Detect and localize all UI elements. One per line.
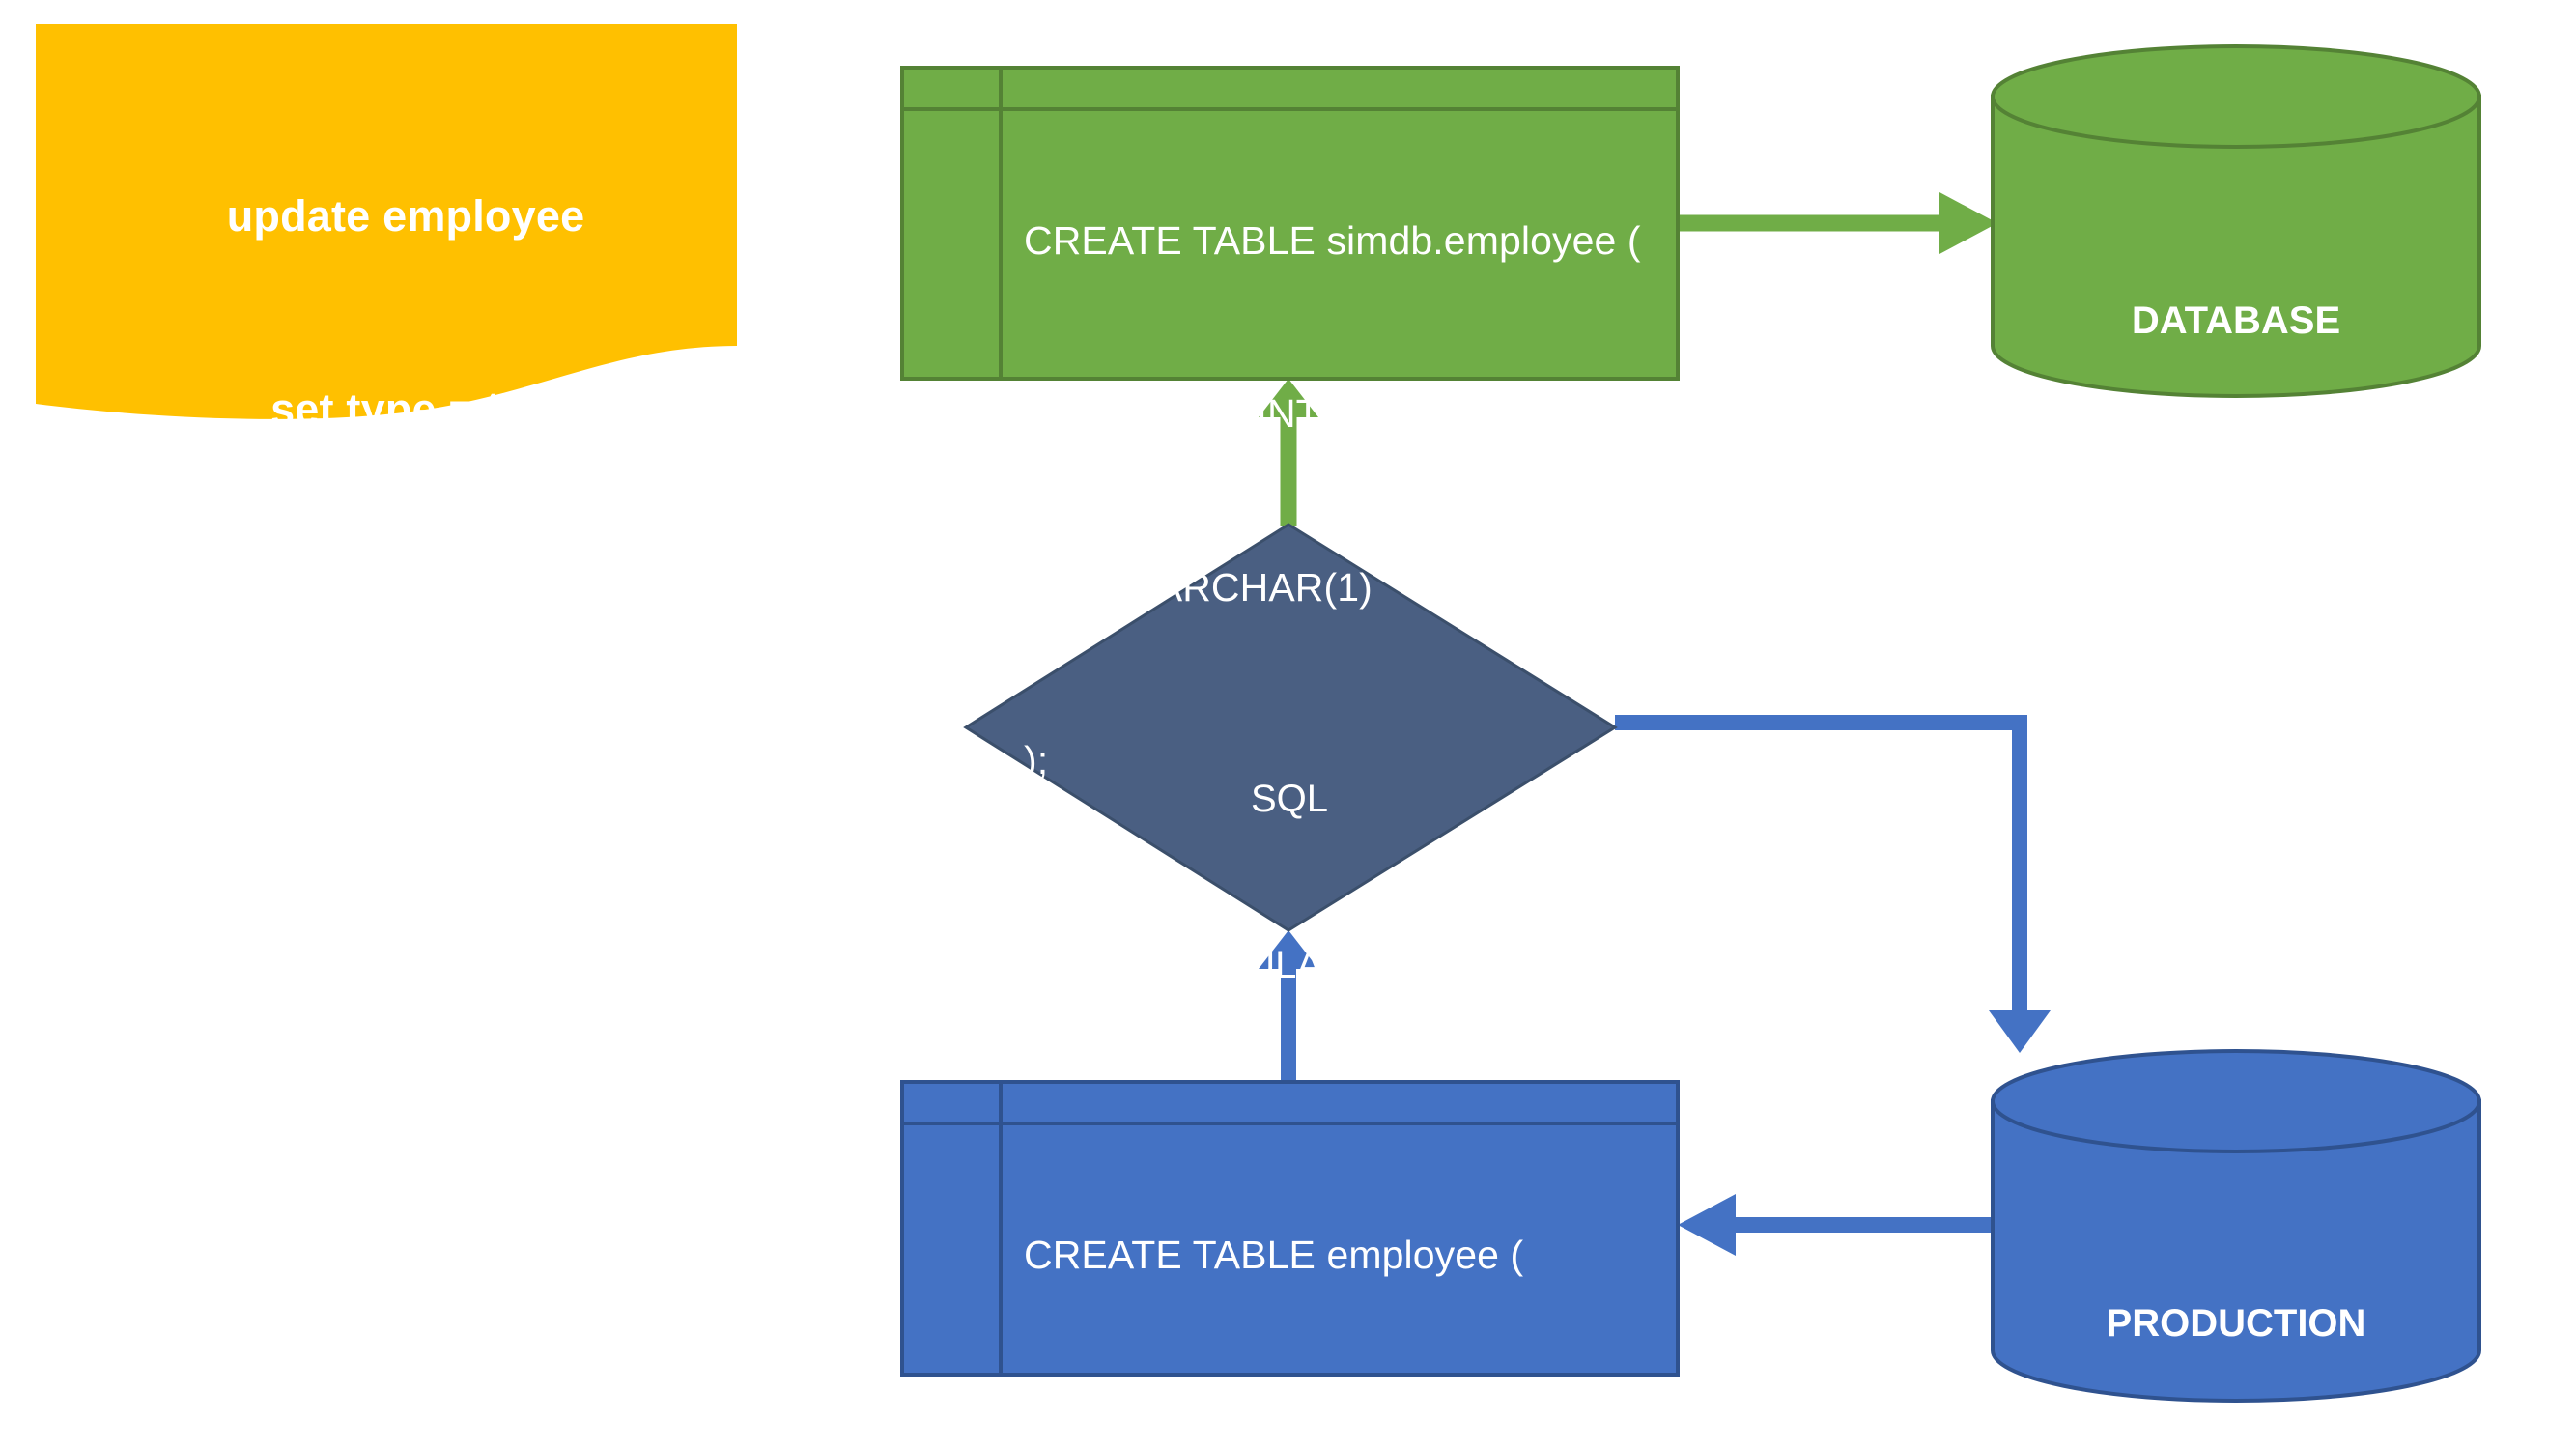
sql-simulator-label-line-2: SIMULATOR bbox=[1178, 943, 1401, 986]
production-create-table-code: CREATE TABLE employee ( emp_id BIGINT PR… bbox=[1024, 1111, 1607, 1449]
production-create-table-box[interactable] bbox=[900, 1080, 1680, 1377]
simdb-create-table-box[interactable] bbox=[900, 66, 1680, 381]
simdb-code-line-2: emp_id BIGINT PRIMARY KEY, bbox=[1024, 391, 1607, 437]
database-pod-cylinder[interactable] bbox=[1991, 44, 2481, 398]
production-code-line-2: emp_id BIGINT PRIMARY KEY, bbox=[1024, 1406, 1607, 1449]
production-database-to-production-box-arrow bbox=[1678, 1194, 1994, 1256]
banner-line-2: set type = ‘R' bbox=[270, 384, 541, 434]
sql-simulator-to-production-database-arrow bbox=[1615, 715, 2051, 1053]
sql-simulator-diamond[interactable] bbox=[963, 523, 1618, 932]
simdb-code-line-4: ); bbox=[1024, 738, 1049, 783]
database-pod-label-line-1: DATABASE bbox=[2131, 299, 2341, 343]
simdb-create-table-code: CREATE TABLE simdb.employee ( emp_id BIG… bbox=[1024, 97, 1641, 906]
production-database-cylinder[interactable] bbox=[1991, 1049, 2481, 1403]
banner-line-1: update employee bbox=[226, 191, 585, 242]
simdb-code-line-3: type VARCHAR(1) bbox=[1024, 564, 1373, 610]
sql-update-statement-banner-shape bbox=[36, 24, 737, 419]
banner-line-3: where emp_id = 1; bbox=[214, 577, 597, 627]
sql-update-statement-banner-text: update employee set type = ‘R' where emp… bbox=[58, 56, 753, 764]
sql-simulator-label-line-1: SQL bbox=[1250, 778, 1329, 821]
database-pod-label-line-2: POD bbox=[2194, 465, 2279, 508]
production-box-to-sql-simulator-arrow bbox=[1259, 930, 1318, 1086]
database-pod-label: DATABASE POD bbox=[1993, 184, 2479, 626]
sql-simulator-to-simdb-box-arrow bbox=[1259, 379, 1318, 526]
production-database-label: PRODUCTION DATABASE bbox=[1993, 1186, 2479, 1449]
production-code-line-1: CREATE TABLE employee ( bbox=[1024, 1232, 1524, 1277]
simdb-box-to-database-pod-arrow bbox=[1678, 192, 1997, 254]
simdb-code-line-1: CREATE TABLE simdb.employee ( bbox=[1024, 217, 1641, 263]
production-database-label-line-1: PRODUCTION bbox=[2106, 1302, 2366, 1346]
sql-simulator-label: SQL SIMULATOR bbox=[1000, 662, 1579, 1104]
